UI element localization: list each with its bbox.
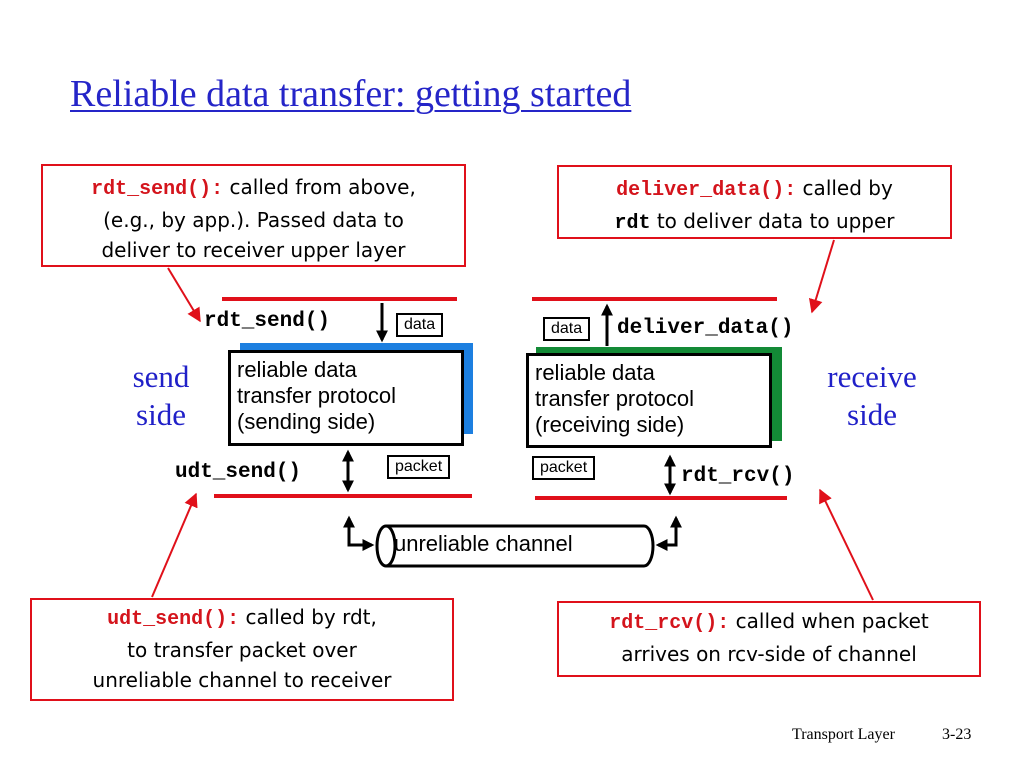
- udt-send-desc-1: called by rdt,: [239, 605, 377, 629]
- callout-udt-send: udt_send(): called by rdt, to transfer p…: [30, 598, 454, 701]
- udt-send-desc-2: to transfer packet over: [127, 638, 357, 662]
- packet-tag-receive: packet: [532, 456, 596, 480]
- udt-send-callout-arrow: [151, 492, 198, 598]
- send-side-label: send side: [132, 359, 190, 432]
- udt-send-desc-3: unreliable channel to receiver: [92, 668, 392, 692]
- rdt-send-desc-1: called from above,: [223, 175, 416, 199]
- unreliable-channel-label: unreliable channel: [394, 531, 573, 556]
- receive-side-label: receive side: [827, 359, 917, 432]
- channel-left-end: [375, 524, 397, 568]
- footer-page-number: 3-23: [942, 726, 972, 743]
- send-channel-connector: [343, 515, 375, 551]
- callout-deliver-data: deliver_data(): called by rdt to deliver…: [557, 165, 952, 239]
- udt-send-label: udt_send(): [175, 461, 302, 484]
- rdt-send-label: rdt_send(): [204, 310, 331, 333]
- receive-protocol-box: reliable data transfer protocol (receivi…: [526, 353, 772, 448]
- packet-tag-send: packet: [387, 455, 451, 479]
- slide-title: Reliable data transfer: getting started: [70, 73, 632, 115]
- callout-rdt-rcv: rdt_rcv(): called when packet arrives on…: [557, 601, 981, 677]
- deliver-data-fn-name: deliver_data():: [616, 179, 797, 202]
- data-tag-send: data: [396, 313, 444, 337]
- rdt-send-fn-name: rdt_send():: [91, 178, 224, 201]
- rdt-send-desc-2: (e.g., by app.). Passed data to: [103, 208, 404, 232]
- receive-channel-connector: [655, 515, 682, 551]
- deliver-data-label: deliver_data(): [617, 317, 794, 340]
- rdt-send-desc-3: deliver to receiver upper layer: [101, 238, 406, 262]
- deliver-data-desc-1: called by: [796, 176, 893, 200]
- rdt-rcv-callout-arrow: [819, 488, 874, 601]
- rdt-rcv-desc-1: called when packet: [729, 609, 929, 633]
- footer-section-label: Transport Layer: [792, 726, 895, 743]
- unreliable-channel-pipe: [386, 524, 644, 568]
- callout-rdt-send: rdt_send(): called from above, (e.g., by…: [41, 164, 466, 267]
- rdt-rcv-label: rdt_rcv(): [681, 465, 795, 488]
- rdt-rcv-fn-name: rdt_rcv():: [609, 612, 730, 635]
- rdt-rcv-desc-2: arrives on rcv-side of channel: [621, 642, 917, 666]
- rdt-send-callout-arrow: [167, 267, 201, 323]
- deliver-data-desc-2: to deliver data to upper: [650, 209, 895, 233]
- data-tag-receive: data: [543, 317, 591, 341]
- udt-send-fn-name: udt_send():: [107, 608, 240, 631]
- send-protocol-box: reliable data transfer protocol (sending…: [228, 350, 464, 446]
- deliver-data-callout-arrow: [808, 239, 835, 314]
- channel-right-end: [643, 524, 655, 568]
- deliver-data-rdt-word: rdt: [614, 212, 651, 235]
